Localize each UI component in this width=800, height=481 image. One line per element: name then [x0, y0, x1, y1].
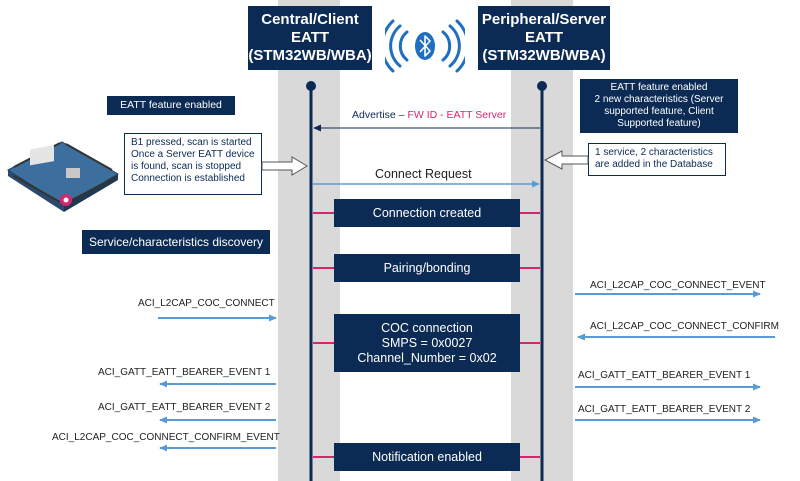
peripheral-header-line3: (STM32WB/WBA): [482, 47, 606, 64]
server-features-line1: EATT feature enabled: [610, 82, 708, 93]
db-callout-arrow: [543, 150, 589, 170]
advertise-prefix: Advertise –: [352, 109, 408, 121]
central-header-line1: Central/Client: [261, 11, 359, 28]
central-header-line2: EATT: [290, 29, 330, 46]
pairing-box: Pairing/bonding: [334, 254, 520, 282]
connect-request-label: Connect Request: [375, 167, 472, 181]
eatt-enabled-badge: EATT feature enabled: [107, 96, 235, 115]
b1-note-line3: is found, scan is stopped: [131, 161, 242, 172]
central-header: Central/Client EATT (STM32WB/WBA): [248, 6, 372, 70]
connection-created-box: Connection created: [334, 199, 520, 227]
left-call-label: ACI_GATT_EATT_BEARER_EVENT 2: [98, 402, 271, 413]
peripheral-header: Peripheral/Server EATT (STM32WB/WBA): [478, 6, 610, 70]
server-features-line3: supported feature, Client: [604, 106, 714, 117]
b1-note-line2: Once a Server EATT device: [131, 149, 255, 160]
notification-text: Notification enabled: [372, 449, 482, 464]
central-lane: [278, 0, 340, 481]
pairing-text: Pairing/bonding: [383, 260, 471, 275]
coc-line2: SMPS = 0x0027: [381, 335, 473, 350]
coc-line3: Channel_Number = 0x02: [357, 350, 497, 365]
advertise-fw-id: FW ID - EATT Server: [407, 109, 507, 121]
left-call-label: ACI_GATT_EATT_BEARER_EVENT 1: [98, 367, 271, 378]
database-note: 1 service, 2 characteristics are added i…: [588, 143, 726, 176]
server-features-line4: Supported feature): [617, 118, 701, 129]
bluetooth-icon: [385, 19, 465, 73]
notification-box: Notification enabled: [334, 443, 520, 471]
peripheral-header-line2: EATT: [524, 29, 564, 46]
nucleo-board-icon: [7, 141, 119, 212]
db-note-line1: 1 service, 2 characteristics: [595, 147, 713, 158]
b1-note-line1: B1 pressed, scan is started: [131, 137, 252, 148]
right-call-label: ACI_GATT_EATT_BEARER_EVENT 1: [578, 370, 751, 381]
peripheral-lifeline-dot: [537, 81, 547, 91]
discovery-badge: Service/characteristics discovery: [82, 230, 270, 254]
server-features-line2: 2 new characteristics (Server: [594, 94, 724, 105]
central-header-line3: (STM32WB/WBA): [248, 47, 372, 64]
eatt-enabled-text: EATT feature enabled: [120, 99, 222, 111]
b1-callout-arrow: [261, 156, 308, 176]
left-call-label: ACI_L2CAP_COC_CONNECT_CONFIRM_EVENT: [52, 432, 280, 443]
connection-created-text: Connection created: [372, 205, 482, 220]
coc-connection-box: COC connection SMPS = 0x0027 Channel_Num…: [334, 314, 520, 372]
discovery-text: Service/characteristics discovery: [88, 235, 264, 249]
left-call-label: ACI_L2CAP_COC_CONNECT: [138, 298, 275, 309]
b1-pressed-note: B1 pressed, scan is started Once a Serve…: [124, 133, 262, 195]
server-features-badge: EATT feature enabled 2 new characteristi…: [580, 79, 738, 133]
peripheral-header-line1: Peripheral/Server: [481, 11, 607, 28]
right-call-label: ACI_L2CAP_COC_CONNECT_CONFIRM: [590, 321, 779, 332]
right-call-label: ACI_L2CAP_COC_CONNECT_EVENT: [590, 280, 766, 291]
coc-line1: COC connection: [381, 320, 473, 335]
b1-note-line4: Connection is established: [131, 173, 245, 184]
advertise-label: Advertise – FW ID - EATT Server: [352, 109, 506, 121]
right-call-label: ACI_GATT_EATT_BEARER_EVENT 2: [578, 404, 751, 415]
db-note-line2: are added in the Database: [595, 159, 713, 170]
central-lifeline-dot: [306, 81, 316, 91]
